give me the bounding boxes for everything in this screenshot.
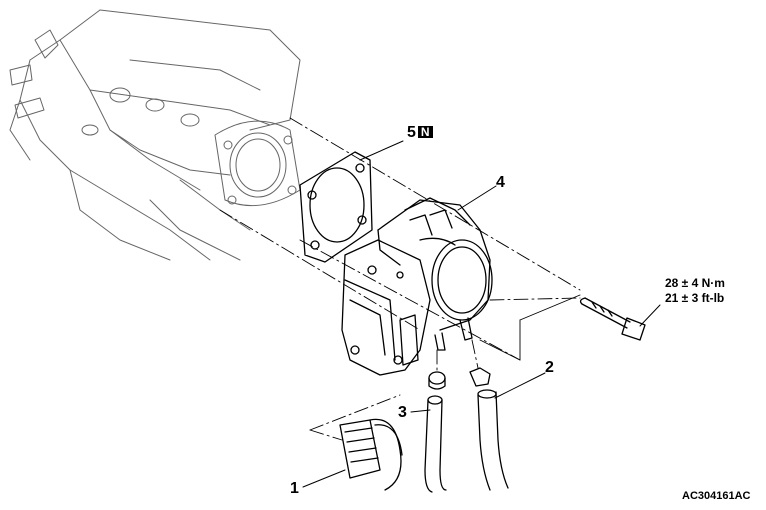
throttle-body-gasket xyxy=(299,151,373,263)
callout-2: 2 xyxy=(545,359,554,376)
coolant-hose xyxy=(477,389,509,491)
callout-1: 1 xyxy=(290,480,299,497)
harness-connector xyxy=(339,418,403,491)
alignment-lines xyxy=(219,117,581,441)
callout-3: 3 xyxy=(398,404,407,421)
leader-lines xyxy=(302,140,661,488)
figure-id: AC304161AC xyxy=(682,490,751,502)
torque-imperial: 21 ± 3 ft-lb xyxy=(665,291,725,305)
new-part-badge: N xyxy=(417,126,433,138)
throttle-body-bolt xyxy=(579,297,646,341)
callout-4: 4 xyxy=(496,174,505,191)
callout-5-number: 5 xyxy=(407,124,416,141)
bolt-alignment-frame xyxy=(479,294,581,361)
intake-plenum xyxy=(9,9,301,261)
vacuum-hose xyxy=(424,395,447,493)
hose-clamp xyxy=(428,367,491,390)
throttle-body xyxy=(341,197,493,376)
torque-metric: 28 ± 4 N·m xyxy=(665,276,725,290)
torque-spec: 28 ± 4 N·m 21 ± 3 ft-lb xyxy=(665,276,725,306)
